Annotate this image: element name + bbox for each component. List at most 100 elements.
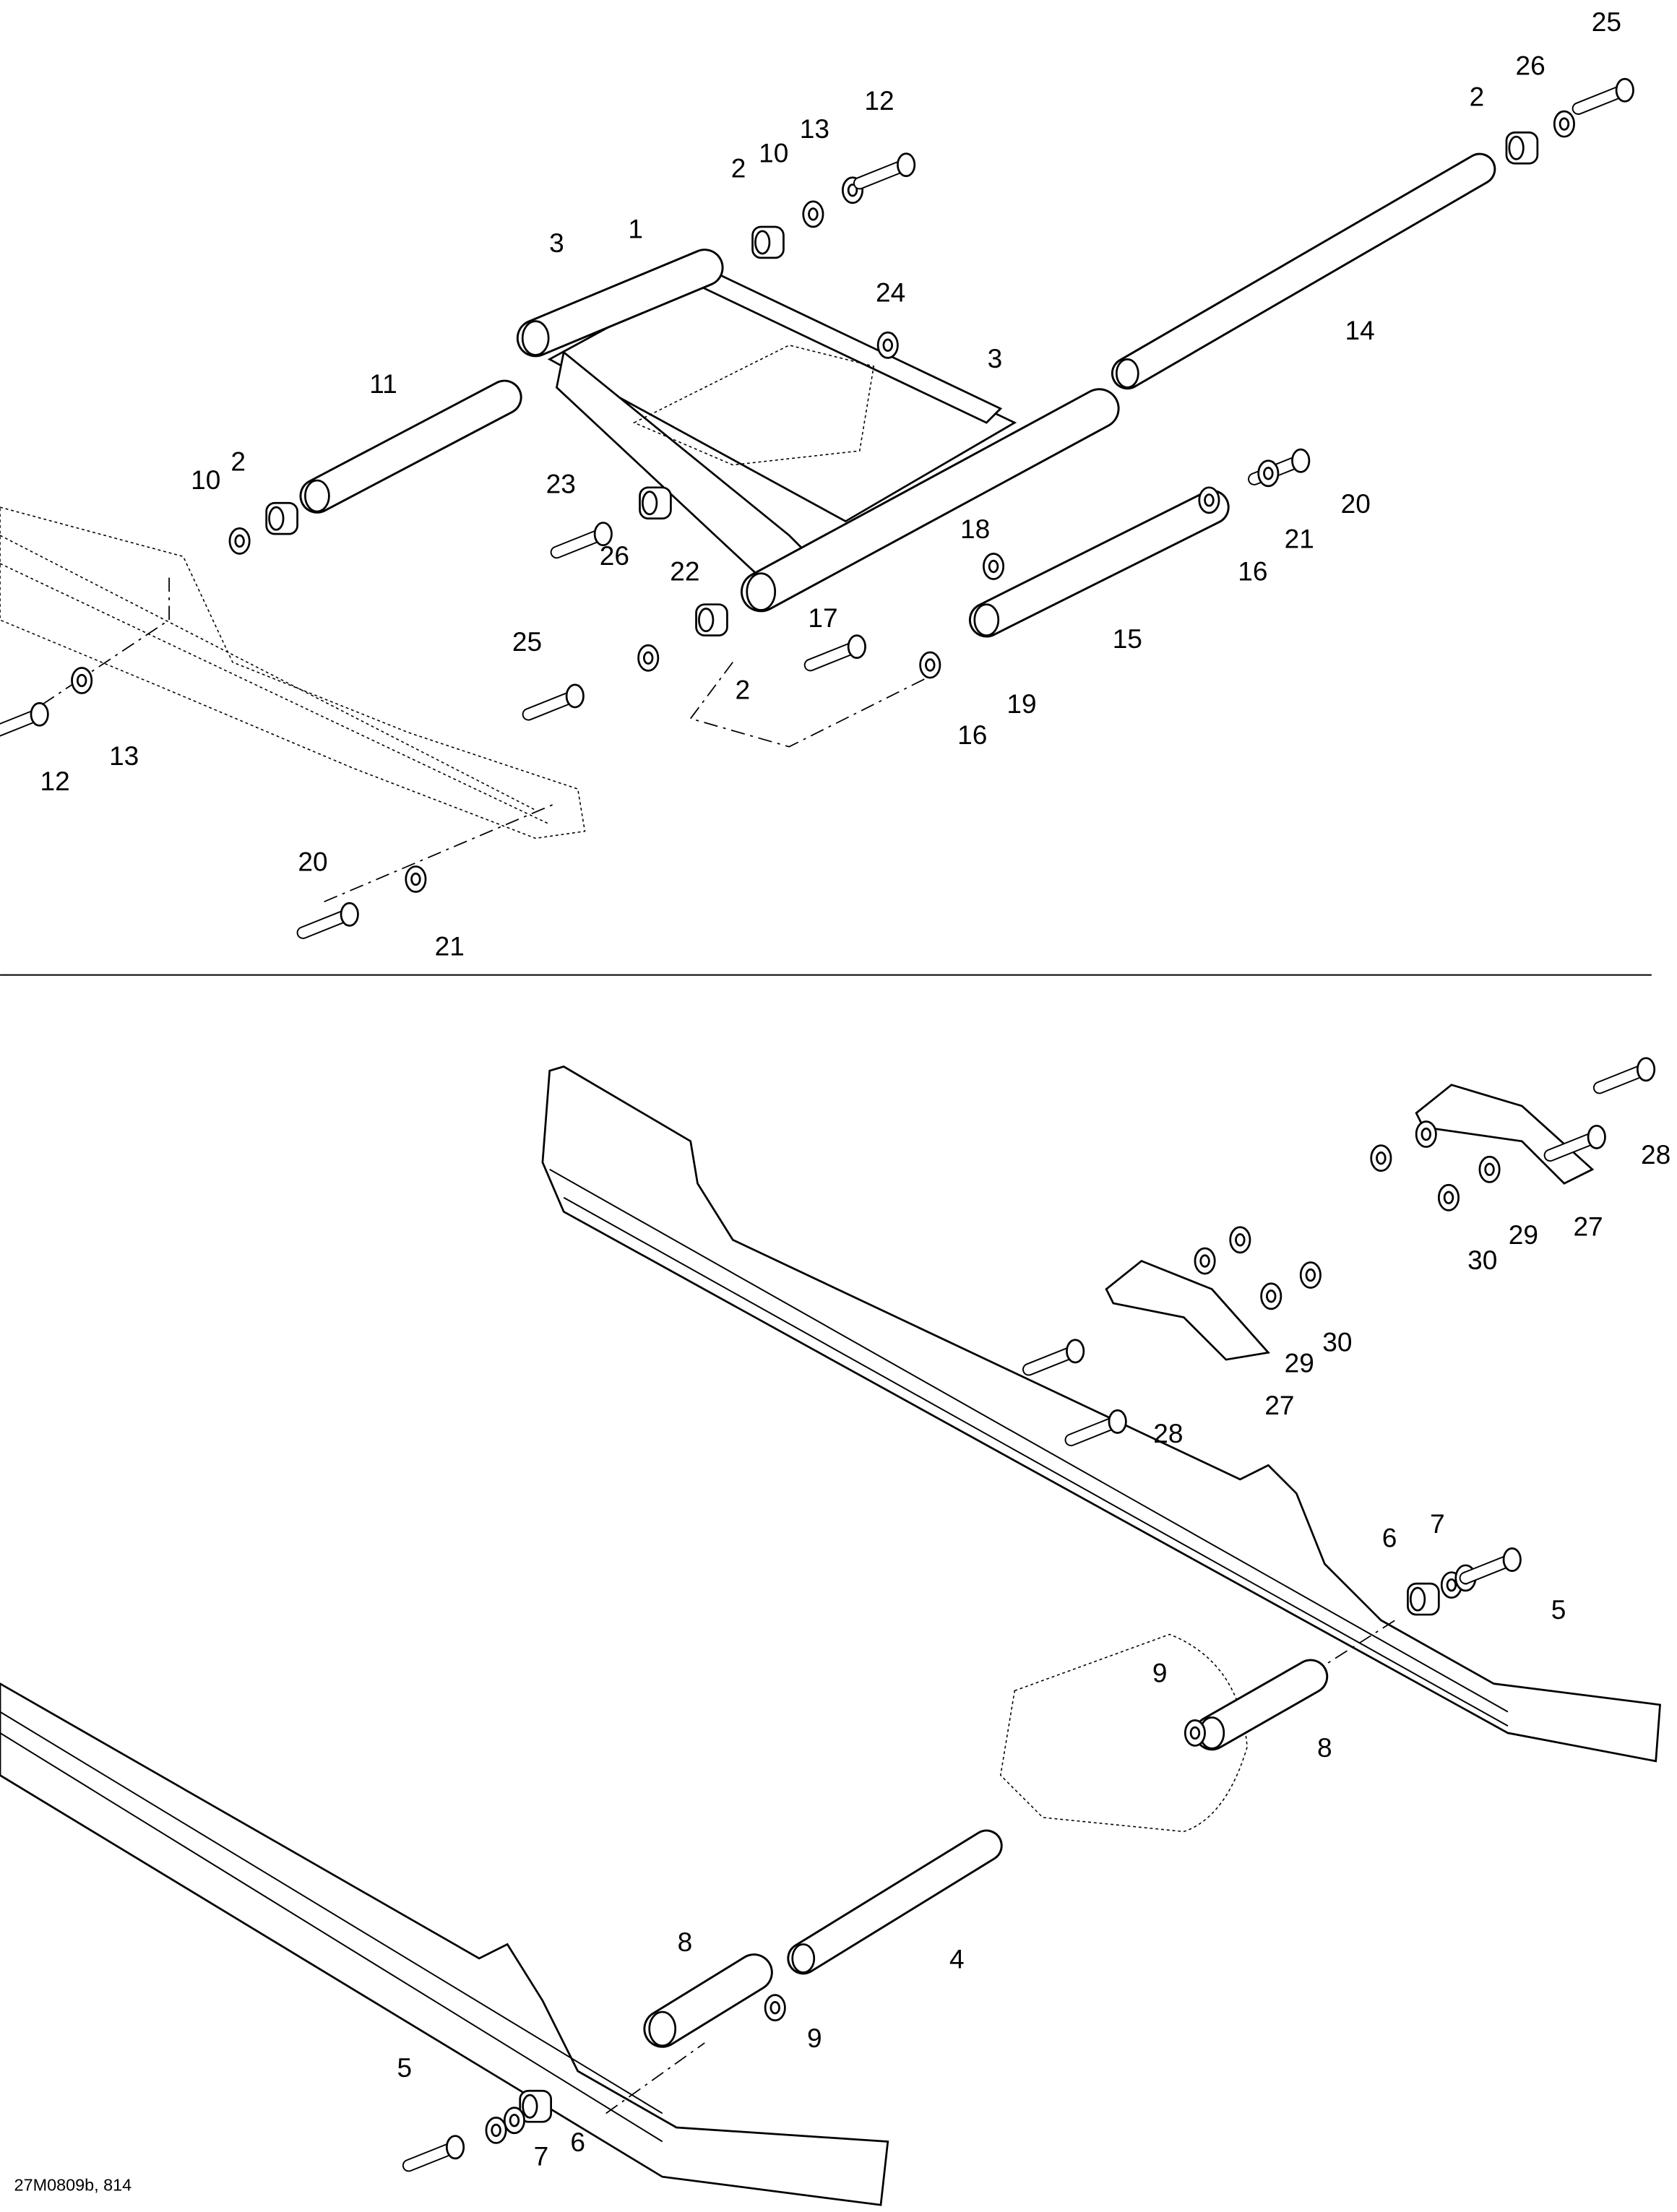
tube-part	[968, 489, 1230, 638]
callout-7: 7	[1430, 1508, 1445, 1539]
callout-17: 17	[808, 602, 837, 633]
callout-26: 26	[600, 540, 629, 571]
callout-19: 19	[1006, 688, 1036, 719]
callout-25: 25	[512, 626, 542, 657]
bolt-part	[803, 634, 866, 672]
bolt-part	[853, 152, 916, 190]
bushing-part	[265, 501, 298, 535]
washer-part	[919, 651, 941, 679]
callout-29: 29	[1285, 1348, 1314, 1378]
callout-25: 25	[1592, 7, 1621, 37]
rail-left	[0, 1682, 889, 2206]
callout-3: 3	[549, 228, 564, 258]
callout-5: 5	[1551, 1594, 1566, 1625]
callout-10: 10	[759, 137, 788, 168]
callout-13: 13	[109, 740, 139, 771]
tube-part	[299, 379, 522, 514]
callout-13: 13	[800, 113, 829, 144]
washer-part	[1194, 1247, 1216, 1275]
washer-part	[405, 865, 427, 893]
washer-part	[1229, 1226, 1251, 1254]
washer-part	[983, 553, 1005, 580]
callout-1: 1	[628, 214, 643, 244]
tube-part	[643, 1953, 773, 2048]
callout-2: 2	[1470, 81, 1485, 111]
washer-part	[1198, 486, 1220, 514]
callout-16: 16	[957, 720, 987, 750]
drawing-reference: 27M0809b, 814	[14, 2176, 132, 2195]
bolt-part	[1022, 1339, 1085, 1376]
callout-5: 5	[397, 2052, 412, 2083]
callout-20: 20	[1341, 488, 1371, 519]
callout-2: 2	[230, 446, 246, 476]
washer-part	[1553, 110, 1575, 138]
tube-part	[516, 249, 724, 358]
callout-12: 12	[864, 85, 894, 116]
diagram-artwork	[0, 77, 1661, 2206]
callout-24: 24	[876, 277, 905, 307]
callout-21: 21	[435, 930, 465, 961]
callout-8: 8	[678, 1927, 693, 1957]
washer-part	[1415, 1120, 1437, 1148]
callout-20: 20	[298, 846, 327, 876]
callout-9: 9	[807, 2023, 822, 2053]
callout-7: 7	[534, 2141, 549, 2172]
bolt-part	[550, 522, 613, 559]
callout-2: 2	[731, 153, 746, 183]
frame-part-1	[547, 266, 1017, 587]
bushing-part	[1505, 131, 1539, 165]
bushing-part	[1407, 1582, 1440, 1616]
bushing-part	[519, 2089, 553, 2123]
washer-part	[1370, 1144, 1392, 1172]
callout-30: 30	[1322, 1326, 1352, 1357]
callout-29: 29	[1509, 1219, 1538, 1250]
washer-part	[1299, 1261, 1322, 1289]
callout-4: 4	[949, 1944, 965, 1974]
bolt-part	[296, 902, 359, 939]
bushing-part	[751, 225, 785, 259]
callout-18: 18	[960, 514, 990, 544]
callout-27: 27	[1264, 1390, 1294, 1420]
washer-part	[503, 2107, 525, 2135]
bolt-part	[1592, 1057, 1656, 1094]
washer-part	[228, 527, 251, 555]
bolt-part	[0, 701, 49, 737]
rail-right	[541, 1065, 1661, 1763]
bushing-part	[695, 603, 728, 636]
washer-part	[876, 331, 899, 359]
callout-23: 23	[546, 469, 576, 499]
bracket-part-27-upper	[1415, 1084, 1595, 1185]
bushing-part	[639, 486, 672, 520]
callout-12: 12	[40, 766, 70, 796]
bolt-part	[1064, 1409, 1127, 1447]
callout-28: 28	[1641, 1139, 1670, 1170]
washer-part	[1257, 459, 1280, 488]
bolt-part	[522, 683, 585, 721]
washer-part	[764, 1994, 786, 2022]
callout-3: 3	[988, 343, 1003, 373]
washer-part	[485, 2116, 507, 2144]
washer-part	[1260, 1282, 1282, 1310]
callout-16: 16	[1238, 556, 1267, 587]
callout-28: 28	[1153, 1418, 1183, 1448]
callout-6: 6	[570, 2127, 585, 2157]
callout-22: 22	[670, 556, 699, 587]
callout-14: 14	[1345, 315, 1375, 345]
washer-part	[802, 200, 824, 228]
callout-26: 26	[1515, 50, 1545, 80]
bolt-part	[402, 2135, 465, 2172]
callout-9: 9	[1152, 1658, 1168, 1688]
callout-11: 11	[369, 368, 397, 399]
bolt-part	[1459, 1547, 1522, 1585]
tube-part	[1194, 1659, 1329, 1751]
washer-part	[71, 667, 93, 694]
callout-21: 21	[1285, 524, 1314, 554]
washer-part	[1184, 1719, 1206, 1747]
washer-part	[637, 644, 660, 672]
tube-part	[787, 1829, 1003, 1975]
washer-part	[1437, 1183, 1460, 1211]
callout-2: 2	[736, 674, 751, 704]
rail-outline-dotted	[0, 506, 586, 839]
